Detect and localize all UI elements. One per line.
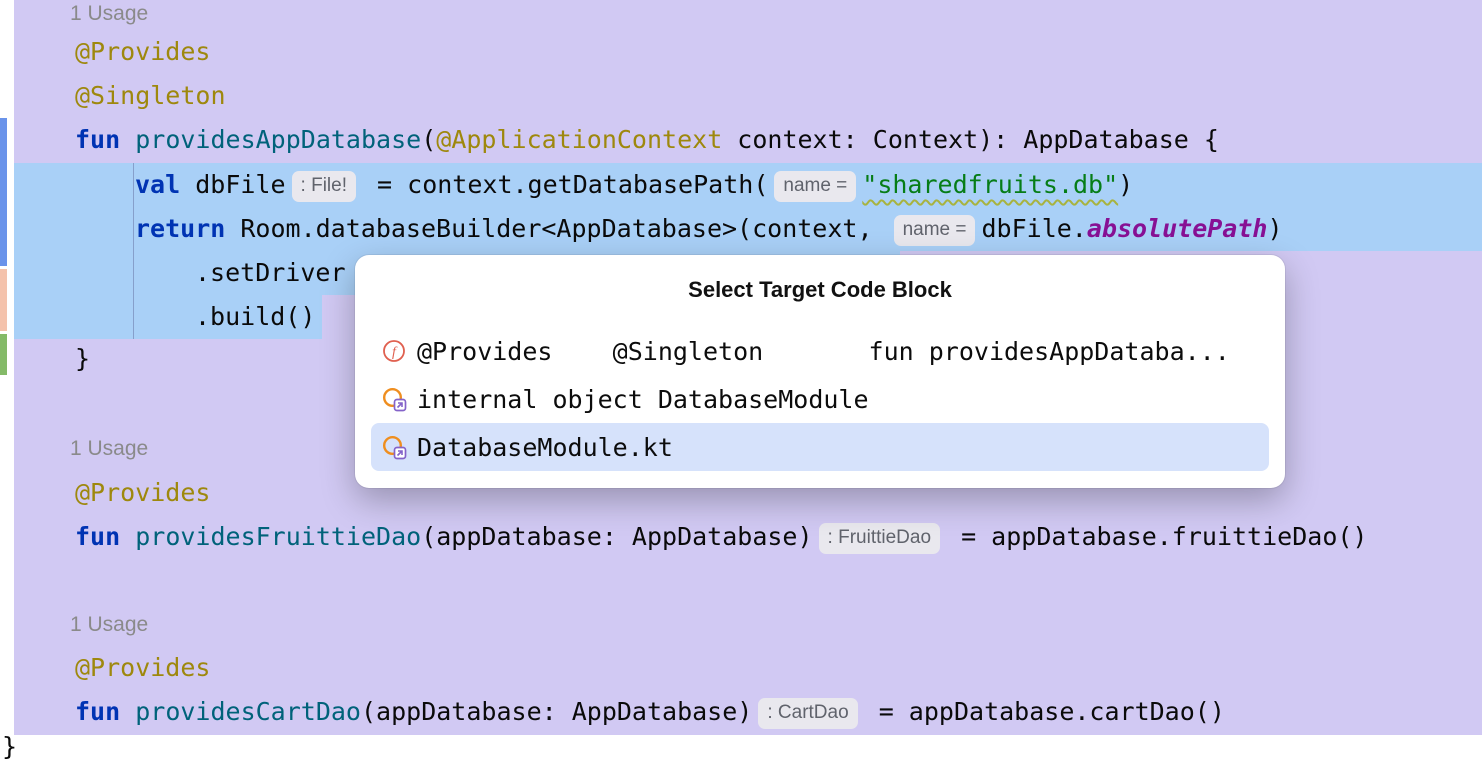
popup-title: Select Target Code Block bbox=[688, 277, 952, 302]
token-p: = context.getDatabasePath( bbox=[361, 170, 769, 199]
code-line[interactable]: } bbox=[2, 725, 17, 769]
function-declaration[interactable]: fun providesAppDatabase(@ApplicationCont… bbox=[75, 118, 1219, 162]
popup-item[interactable]: internal object DatabaseModule bbox=[371, 375, 1269, 423]
popup-item-label: internal object DatabaseModule bbox=[417, 384, 869, 414]
token-p: ) bbox=[1267, 214, 1283, 243]
token-p: ( bbox=[421, 125, 437, 154]
indent-guide bbox=[133, 163, 134, 339]
token-p: context: Context): AppDatabase { bbox=[722, 125, 1219, 154]
token-p: Room.databaseBuilder<AppDatabase>(contex… bbox=[240, 214, 888, 243]
token-p: .build() bbox=[195, 302, 316, 331]
type-hint-chip: : CartDao bbox=[758, 697, 858, 729]
annotation-line[interactable]: @Provides bbox=[75, 471, 210, 515]
token-p: (appDatabase: AppDatabase) bbox=[421, 522, 813, 551]
code-line[interactable]: .setDriver bbox=[195, 251, 346, 295]
vcs-marker-peach[interactable] bbox=[0, 269, 7, 331]
kotlin-object-icon bbox=[381, 386, 407, 412]
token-i: absolutePath bbox=[1086, 214, 1268, 243]
token-u: 1 Usage bbox=[70, 2, 149, 25]
token-a: @Provides bbox=[75, 653, 211, 682]
token-u: 1 Usage bbox=[70, 437, 149, 460]
token-p: = appDatabase.cartDao() bbox=[863, 697, 1225, 726]
code-line[interactable]: return Room.databaseBuilder<AppDatabase>… bbox=[135, 207, 1283, 251]
token-p: } bbox=[2, 732, 18, 761]
select-target-popup: Select Target Code Block f @Provides @Sin… bbox=[355, 255, 1285, 488]
annotation-line[interactable]: @Provides bbox=[75, 646, 210, 690]
token-p: .setDriver bbox=[195, 258, 346, 287]
vcs-marker-blue[interactable] bbox=[0, 118, 7, 266]
token-k: val bbox=[135, 170, 196, 199]
code-line[interactable]: .build() bbox=[195, 295, 315, 339]
type-hint-chip: : FruittieDao bbox=[818, 522, 941, 554]
type-hint-chip: : File! bbox=[291, 170, 356, 202]
popup-item[interactable]: f @Provides @Singleton fun providesAppDat… bbox=[371, 327, 1269, 375]
svg-text:f: f bbox=[392, 345, 398, 360]
kotlin-file-icon bbox=[381, 434, 407, 460]
function-declaration[interactable]: fun providesCartDao(appDatabase: AppData… bbox=[75, 690, 1225, 734]
token-u: 1 Usage bbox=[70, 613, 149, 636]
token-k: fun bbox=[75, 697, 136, 726]
popup-item[interactable]: DatabaseModule.kt bbox=[371, 423, 1269, 471]
usage-hint[interactable]: 1 Usage bbox=[70, 603, 148, 647]
token-p: (appDatabase: AppDatabase) bbox=[361, 697, 753, 726]
token-a: @Provides bbox=[75, 37, 211, 66]
token-p: dbFile bbox=[195, 170, 286, 199]
token-f: providesCartDao bbox=[135, 697, 361, 726]
token-p: ) bbox=[1118, 170, 1134, 199]
usage-hint[interactable]: 1 Usage bbox=[70, 0, 148, 36]
popup-item-list: f @Provides @Singleton fun providesAppDat… bbox=[355, 327, 1285, 471]
token-s: "sharedfruits.db" bbox=[862, 170, 1119, 199]
token-p: } bbox=[75, 344, 91, 373]
token-a: @Provides bbox=[75, 478, 211, 507]
popup-item-label: @Provides @Singleton fun providesAppData… bbox=[417, 336, 1230, 366]
popup-item-label: DatabaseModule.kt bbox=[417, 432, 673, 462]
code-line[interactable]: } bbox=[75, 337, 90, 381]
annotation-line[interactable]: @Singleton bbox=[75, 74, 226, 118]
selection-highlight bbox=[14, 163, 1482, 207]
token-k: fun bbox=[75, 125, 136, 154]
parameter-name-hint-chip: name = bbox=[893, 214, 976, 246]
annotation-line[interactable]: @Provides bbox=[75, 30, 210, 74]
token-a: @ApplicationContext bbox=[436, 125, 723, 154]
parameter-name-hint-chip: name = bbox=[774, 170, 857, 202]
function-declaration[interactable]: fun providesFruittieDao(appDatabase: App… bbox=[75, 515, 1367, 559]
function-icon: f bbox=[381, 338, 407, 364]
token-p: dbFile. bbox=[981, 214, 1087, 243]
vcs-marker-green[interactable] bbox=[0, 334, 7, 375]
token-k: return bbox=[135, 214, 241, 243]
token-k: fun bbox=[75, 522, 136, 551]
token-f: providesAppDatabase bbox=[135, 125, 422, 154]
token-a: @Singleton bbox=[75, 81, 226, 110]
token-f: providesFruittieDao bbox=[135, 522, 422, 551]
selection-highlight bbox=[14, 295, 322, 339]
token-p: = appDatabase.fruittieDao() bbox=[946, 522, 1368, 551]
selection-highlight bbox=[14, 207, 1482, 251]
usage-hint[interactable]: 1 Usage bbox=[70, 427, 148, 471]
code-line[interactable]: val dbFile: File! = context.getDatabaseP… bbox=[135, 163, 1133, 207]
